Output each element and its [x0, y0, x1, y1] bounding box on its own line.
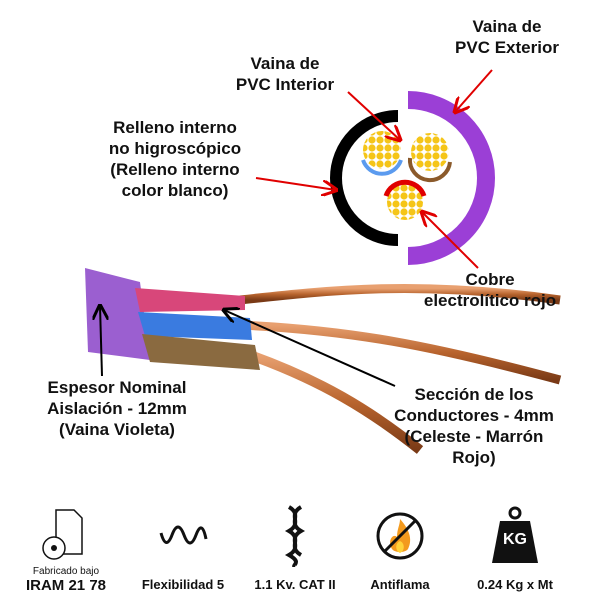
- diagram-graphics: [85, 69, 562, 454]
- label-line: Sección de los: [414, 385, 534, 404]
- label-line: Conductores - 4mm: [394, 406, 554, 425]
- inner-sheath-arc: [330, 110, 399, 246]
- arrow-inner: [347, 91, 400, 140]
- label-line: PVC Exterior: [455, 38, 559, 57]
- label-filler: Relleno interno no higroscópico (Relleno i…: [109, 117, 241, 201]
- label-line: color blanco): [121, 181, 229, 200]
- weight-icon: KG: [455, 505, 575, 567]
- label-line: Vaina de: [472, 17, 542, 36]
- copper-strands-brown: [411, 133, 449, 171]
- arrow-insulation: [100, 306, 102, 377]
- feature-label: Flexibilidad 5: [141, 577, 225, 592]
- feature-flex: Flexibilidad 5: [123, 505, 243, 592]
- label-line: electrolítico rojo: [423, 291, 557, 310]
- label-line: Relleno interno: [113, 118, 237, 137]
- feature-sublabel: Fabricado bajo: [32, 566, 100, 577]
- arrow-filler: [255, 177, 336, 190]
- twisted-wire-icon: [235, 505, 355, 567]
- feature-label: IRAM 21 78: [25, 577, 107, 594]
- feature-iram: Fabricado bajo IRAM 21 78: [6, 505, 126, 594]
- label-line: no higroscópico: [108, 139, 242, 158]
- arrow-section: [224, 310, 396, 387]
- weight-text: KG: [503, 531, 527, 548]
- arrow-copper: [422, 212, 479, 269]
- feature-label: Antiflama: [370, 577, 430, 592]
- feature-voltage: 1.1 Kv. CAT II: [235, 505, 355, 592]
- feature-label: 0.24 Kg x Mt: [477, 577, 553, 592]
- outer-sheath-arc: [407, 91, 495, 265]
- label-outer-sheath: Vaina de PVC Exterior: [455, 16, 559, 58]
- feature-label: 1.1 Kv. CAT II: [254, 577, 336, 592]
- feature-weight: KG 0.24 Kg x Mt: [455, 505, 575, 592]
- label-inner-sheath: Vaina de PVC Interior: [236, 53, 334, 95]
- label-line: (Celeste - Marrón: [404, 427, 544, 446]
- label-line: Espesor Nominal: [47, 378, 187, 397]
- wave-icon: [123, 505, 243, 567]
- label-line: (Relleno interno: [110, 160, 240, 179]
- label-line: Aislación - 12mm: [47, 399, 187, 418]
- copper-strands-red: [387, 184, 423, 220]
- cross-section: [330, 91, 495, 265]
- label-line: Cobre: [465, 270, 515, 289]
- label-line: (Vaina Violeta): [59, 420, 175, 439]
- feature-flame: Antiflama: [340, 505, 460, 592]
- label-line: Rojo): [452, 448, 496, 467]
- label-line: PVC Interior: [235, 75, 335, 94]
- label-copper: Cobre electrolítico rojo: [424, 269, 556, 311]
- arrow-outer: [455, 69, 493, 112]
- label-line: Vaina de: [250, 54, 320, 73]
- document-standard-icon: [6, 505, 126, 567]
- no-flame-icon: [340, 505, 460, 567]
